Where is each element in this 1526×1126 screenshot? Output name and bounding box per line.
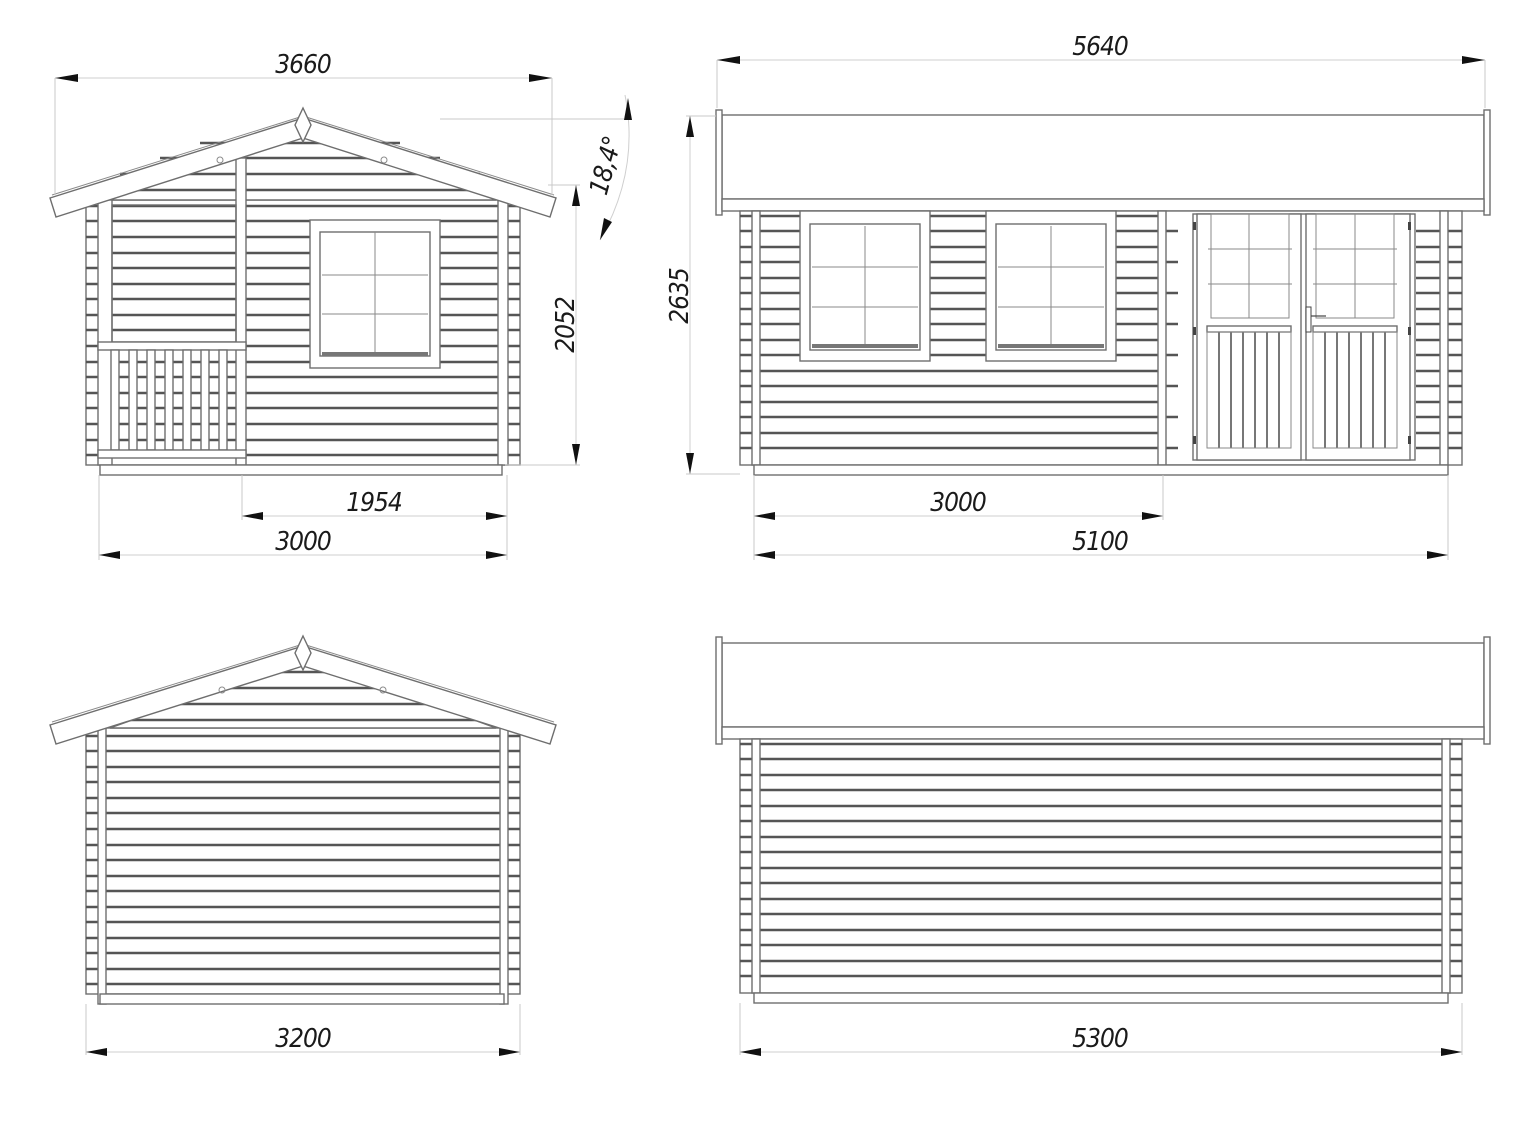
porch-rail-top bbox=[97, 341, 247, 351]
porch-railing-balusters bbox=[110, 349, 228, 451]
dim-2635: 2635 bbox=[665, 268, 695, 324]
rear-gable-base bbox=[99, 993, 505, 1005]
double-door bbox=[1192, 213, 1416, 461]
dim-3000-front: 3000 bbox=[275, 527, 331, 557]
dim-3200: 3200 bbox=[275, 1024, 331, 1054]
dim-5100: 5100 bbox=[1072, 527, 1128, 557]
side-partition-post bbox=[1157, 210, 1167, 466]
dim-1954: 1954 bbox=[346, 488, 402, 518]
rear-roof-soffit bbox=[721, 726, 1485, 740]
rear-side-logs bbox=[740, 742, 1462, 978]
side-window-1 bbox=[799, 210, 931, 362]
side-roof-fascia bbox=[721, 114, 1485, 200]
front-wall bbox=[85, 199, 521, 466]
rear-side-post-left bbox=[751, 738, 761, 994]
rear-post-right bbox=[499, 727, 509, 1005]
rear-side-wall bbox=[739, 738, 1463, 994]
porch-post-left bbox=[97, 199, 113, 466]
dim-2052: 2052 bbox=[551, 297, 581, 353]
wall-corner-post-right bbox=[497, 199, 509, 466]
roof-end-right bbox=[1483, 109, 1491, 216]
front-roof bbox=[49, 106, 557, 218]
dim-3660: 3660 bbox=[275, 50, 331, 80]
view-rear-gable bbox=[49, 634, 557, 1005]
front-window bbox=[309, 219, 441, 369]
rear-side-post-right bbox=[1441, 738, 1451, 994]
side-corner-post-right bbox=[1439, 210, 1449, 466]
dim-5640: 5640 bbox=[1072, 32, 1128, 62]
front-base bbox=[99, 464, 503, 476]
rear-roof-end-left bbox=[715, 636, 723, 745]
front-logs bbox=[86, 141, 520, 457]
dims-side-door: 5640 2635 3000 5100 bbox=[665, 32, 1486, 560]
rear-gable-roof bbox=[49, 634, 557, 745]
rear-ridge-finial bbox=[294, 634, 312, 672]
roof-end-left bbox=[715, 109, 723, 216]
view-front-gable bbox=[49, 106, 557, 476]
ridge-finial bbox=[294, 106, 312, 144]
view-rear-side bbox=[715, 636, 1491, 1004]
dims-rear-side: 5300 bbox=[739, 1003, 1463, 1056]
roof-soffit bbox=[721, 198, 1485, 212]
view-side-door bbox=[715, 109, 1491, 476]
side-logs bbox=[740, 214, 1462, 450]
side-corner-post-left bbox=[751, 210, 761, 466]
rear-gable-logs bbox=[86, 670, 520, 986]
rear-roof-end-right bbox=[1483, 636, 1491, 745]
dims-rear-gable: 3200 bbox=[85, 1004, 521, 1056]
side-window-2 bbox=[985, 210, 1117, 362]
wall-corner-post bbox=[235, 157, 247, 466]
side-base bbox=[753, 464, 1449, 476]
porch-floor bbox=[97, 449, 247, 459]
dim-5300: 5300 bbox=[1072, 1024, 1128, 1054]
rear-roof-fascia bbox=[721, 642, 1485, 728]
rear-post-left bbox=[97, 727, 107, 1005]
door-leaf-right bbox=[1305, 213, 1411, 461]
rear-side-base bbox=[753, 992, 1449, 1004]
door-handle-plate bbox=[1305, 306, 1312, 333]
dim-3000-side: 3000 bbox=[930, 488, 986, 518]
